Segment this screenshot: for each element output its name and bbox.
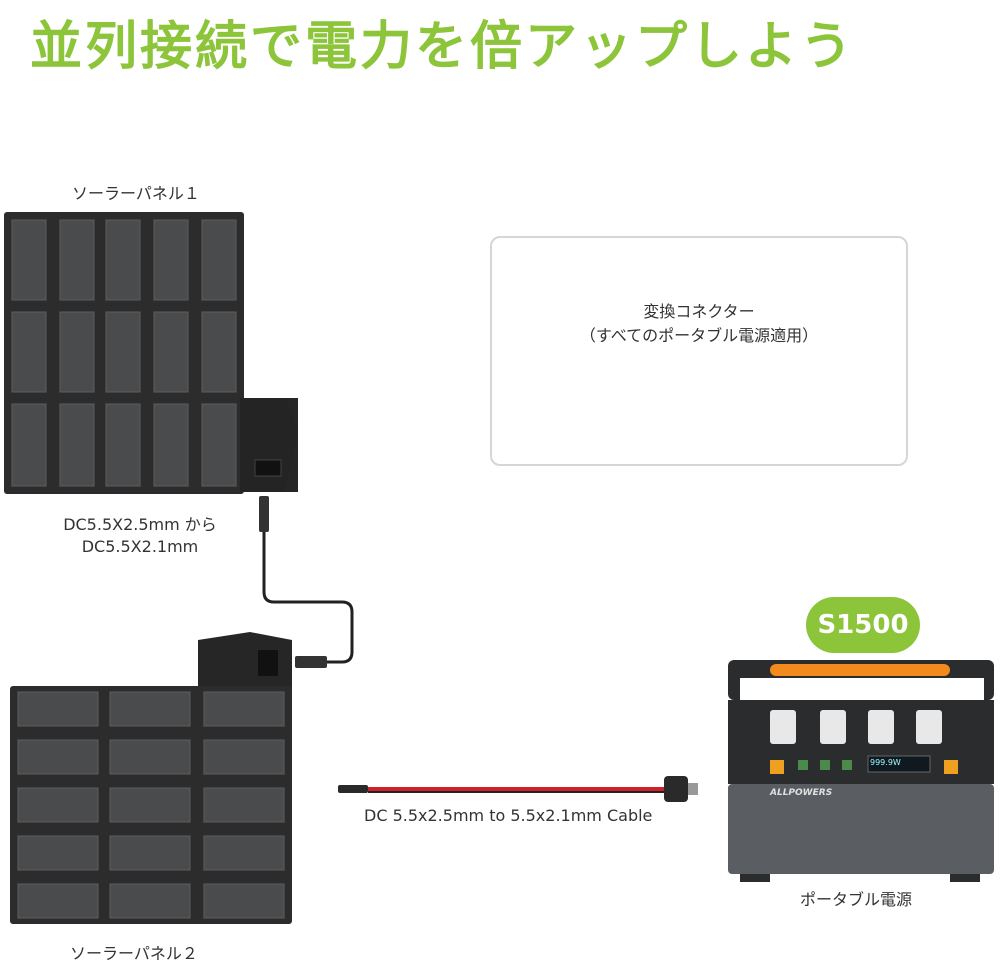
cable-label: DC 5.5x2.5mm to 5.5x2.1mm Cable <box>364 806 653 825</box>
dc-adapter-label: DC5.5X2.5mm から DC5.5X2.1mm <box>40 514 240 558</box>
converter-box <box>490 236 908 466</box>
power-station <box>728 660 994 882</box>
brand-logo: ALLPOWERS <box>770 788 833 798</box>
solar-panel-2 <box>10 632 292 924</box>
display-readout: 999.9W <box>870 758 901 767</box>
page-title: 並列接続で電力を倍アップしよう <box>30 17 856 77</box>
panel-link-cable <box>259 496 354 668</box>
panel2-label: ソーラーパネル２ <box>70 944 198 963</box>
panel1-label: ソーラーパネル１ <box>72 184 200 203</box>
dc-adapter-line2: DC5.5X2.1mm <box>81 537 199 556</box>
power-station-label: ポータブル電源 <box>800 890 913 909</box>
converter-subtitle: （すべてのポータブル電源適用） <box>579 326 819 345</box>
solar-panel-1 <box>4 212 298 494</box>
model-badge: S1500 <box>806 597 920 653</box>
dc-cable <box>338 776 698 802</box>
converter-title: 変換コネクター <box>643 302 755 321</box>
converter-text: 変換コネクター （すべてのポータブル電源適用） <box>490 300 908 348</box>
dc-adapter-line1: DC5.5X2.5mm から <box>63 515 217 534</box>
